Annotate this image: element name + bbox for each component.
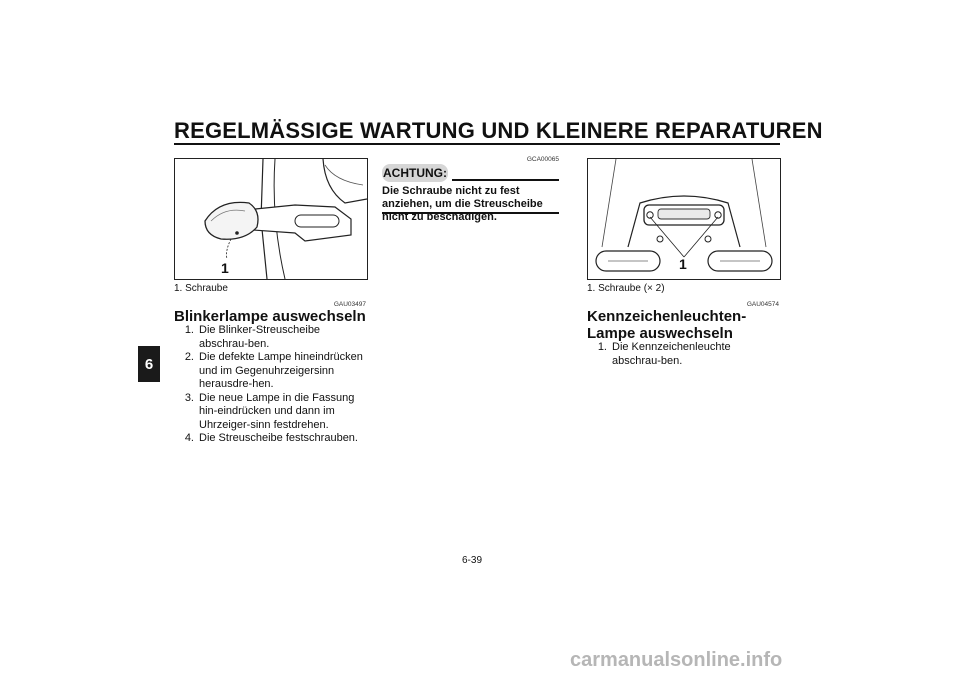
section-code: GAU03497 — [333, 301, 366, 308]
license-light-figure: 1 — [587, 158, 781, 280]
page-number: 6-39 — [462, 555, 483, 566]
license-light-illustration: 1 — [595, 158, 773, 272]
page-title: REGELMÄSSIGE WARTUNG UND KLEINERE REPARA… — [174, 118, 823, 143]
figure-callout-1: 1 — [221, 260, 229, 276]
list-item: 2. Die defekte Lampe hineindrücken und i… — [184, 351, 363, 390]
instruction-list: 1. Die Blinker-Streuscheibe abschrau-ben… — [174, 324, 366, 446]
instruction-list: 1. Die Kennzeichenleuchte abschrau-ben. — [587, 341, 779, 368]
caution-rule-bottom — [382, 212, 559, 214]
watermark: carmanualsonline.info — [570, 649, 783, 671]
section-heading: Kennzeichenleuchten-Lampe auswechseln — [587, 308, 747, 342]
turn-signal-illustration: 1 — [204, 158, 368, 280]
list-item: 3. Die neue Lampe in die Fassung hin-ein… — [184, 391, 355, 431]
caution-text: Die Schraube nicht zu fest anziehen, um … — [382, 185, 543, 223]
caution-code: GCA00065 — [526, 156, 559, 163]
chapter-tab: 6 — [138, 346, 160, 382]
list-item: 4. Die Streuscheibe festschrauben. — [184, 432, 358, 444]
figure-caption: 1. Schraube — [174, 283, 228, 294]
title-rule — [174, 143, 780, 145]
section-heading: Blinkerlampe auswechseln — [174, 308, 366, 325]
caution-rule-top — [452, 179, 559, 181]
figure-caption: 1. Schraube (× 2) — [587, 283, 665, 294]
caution-badge: ACHTUNG: — [382, 164, 448, 182]
section-code: GAU04574 — [746, 301, 779, 308]
figure-callout-1: 1 — [679, 256, 687, 272]
list-item: 1. Die Blinker-Streuscheibe abschrau-ben… — [184, 324, 321, 350]
turn-signal-figure: 1 — [174, 158, 368, 280]
list-item: 1. Die Kennzeichenleuchte abschrau-ben. — [597, 341, 731, 367]
